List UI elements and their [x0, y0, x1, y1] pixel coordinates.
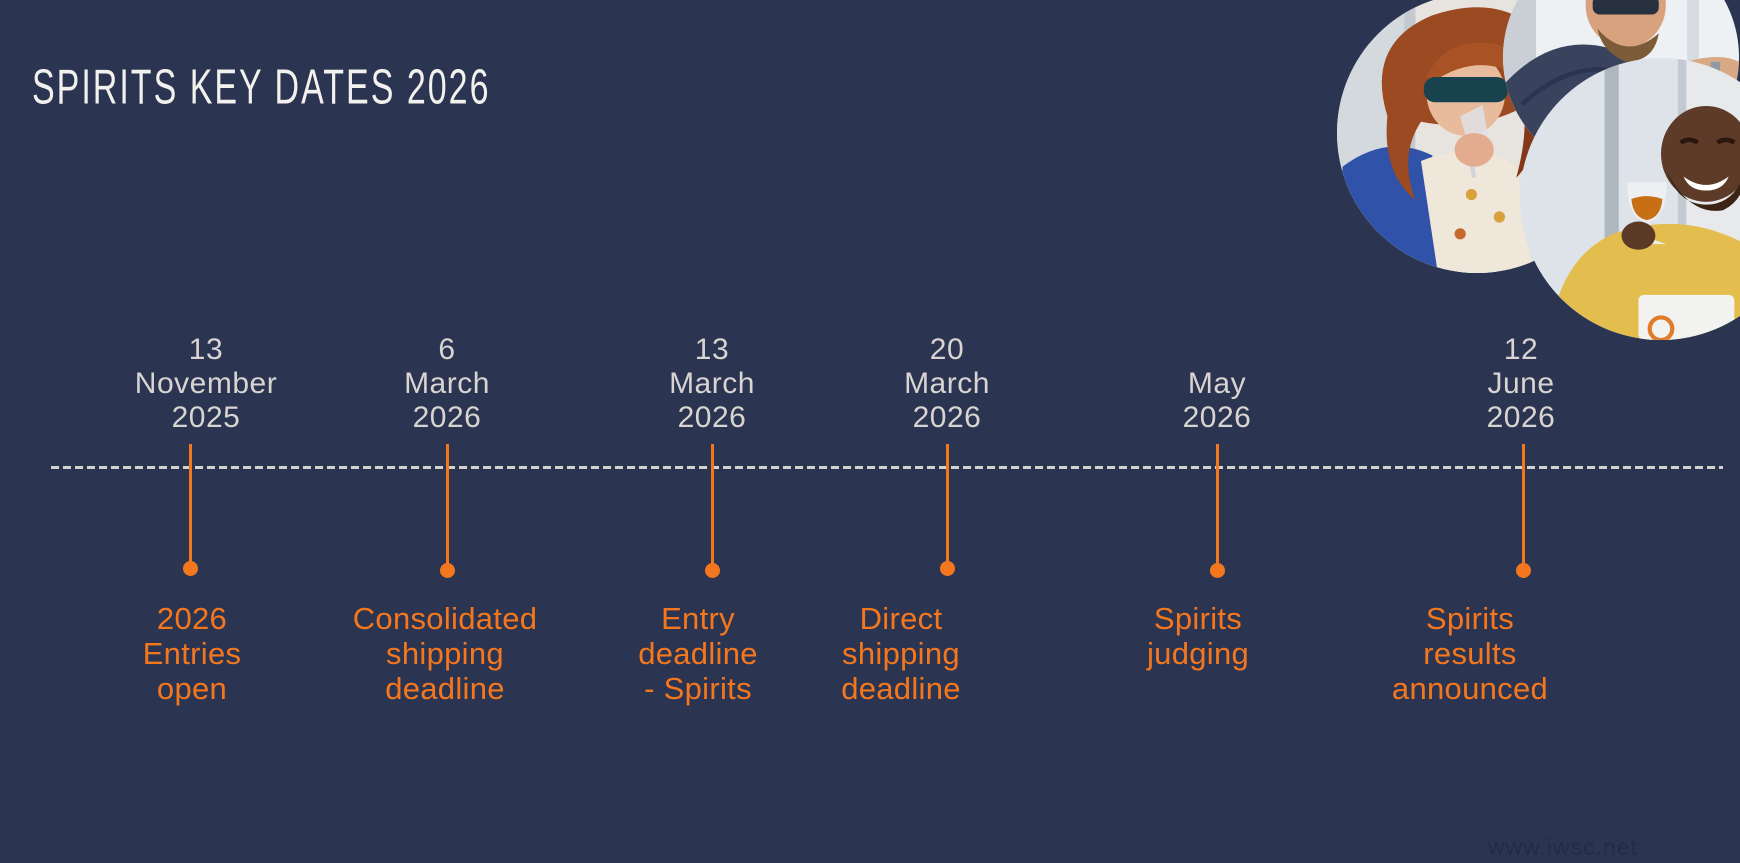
timeline-stem [1521, 444, 1525, 570]
timeline-dot-icon [939, 561, 955, 576]
timeline-stem [188, 444, 192, 570]
timeline-dot-icon [439, 563, 455, 578]
photo-circle-smiling-taster [1520, 58, 1740, 340]
timeline-dot-icon [1209, 563, 1225, 578]
timeline-dot-icon [182, 561, 198, 576]
timeline-label: Spirits results announced [1391, 601, 1549, 706]
timeline-date: May 2026 [1182, 367, 1252, 434]
smiling-taster-illustration [1520, 58, 1740, 340]
timeline-stem [1215, 444, 1219, 570]
timeline-dot-icon [1515, 563, 1531, 578]
timeline-stem [445, 444, 449, 570]
timeline-date: 20 March 2026 [904, 333, 990, 434]
timeline-dot-icon [704, 563, 720, 578]
timeline-label: Direct shipping deadline [841, 601, 961, 706]
timeline-date: 6 March 2026 [404, 333, 490, 434]
timeline-stem [710, 444, 714, 570]
timeline-date: 12 June 2026 [1486, 333, 1556, 434]
timeline-label: Consolidated shipping deadline [352, 601, 538, 706]
timeline-label: Spirits judging [1146, 601, 1250, 671]
timeline-date: 13 November 2025 [134, 333, 278, 434]
timeline-stem [945, 444, 949, 570]
watermark: www.iwsc.net [1487, 834, 1638, 860]
timeline-label: Entry deadline - Spirits [638, 601, 758, 706]
timeline-label: 2026 Entries open [142, 601, 242, 706]
timeline-date: 13 March 2026 [669, 333, 755, 434]
page-title: SPIRITS KEY DATES 2026 [32, 60, 491, 116]
timeline-axis [51, 466, 1723, 469]
